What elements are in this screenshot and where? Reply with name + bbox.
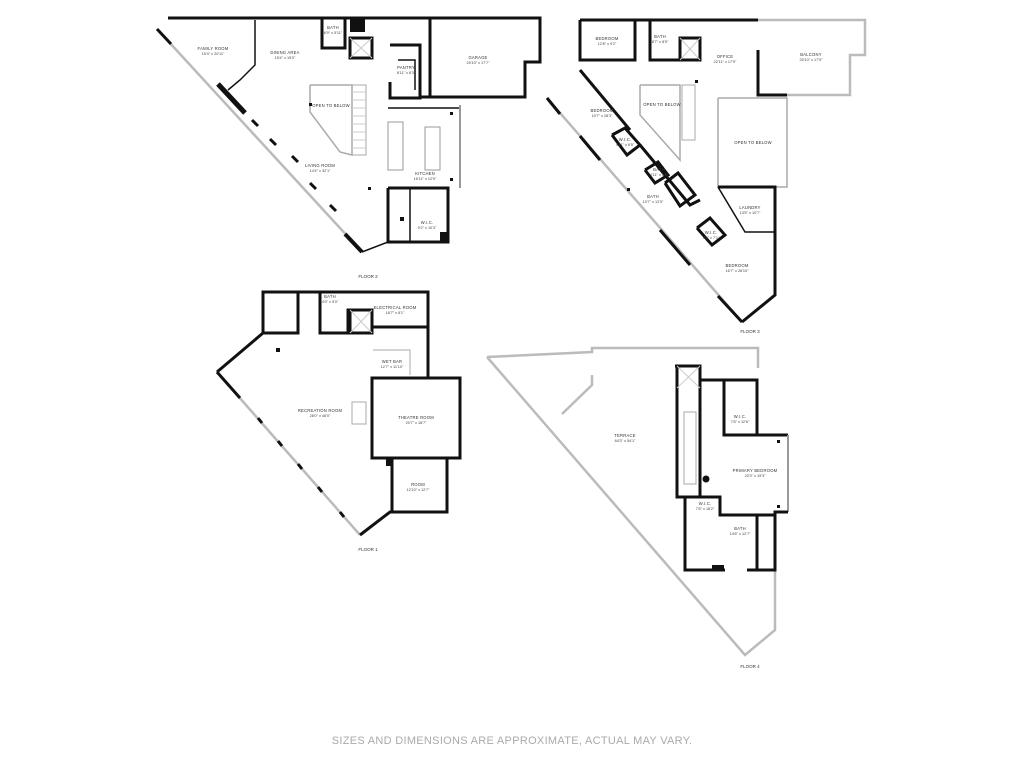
room-name: BATH bbox=[653, 167, 665, 172]
room-name: RECREATION ROOM bbox=[298, 408, 343, 413]
room-name: LAUNDRY bbox=[739, 205, 760, 210]
room-dims: 20'3" x 19'3" bbox=[745, 474, 766, 478]
room-name: BEDROOM bbox=[725, 263, 748, 268]
room-dims: 14'4" x 32'1" bbox=[310, 169, 331, 173]
room-name: DINING AREA bbox=[270, 50, 299, 55]
floor-label: FLOOR 4 bbox=[740, 664, 760, 669]
room-dims: 8'11" x 8'3" bbox=[397, 71, 416, 75]
room-dims: 16'11" x 12'5" bbox=[414, 177, 437, 181]
room-name: W.I.C. bbox=[705, 230, 718, 235]
room-name: BEDROOM bbox=[595, 36, 618, 41]
room-dims: 4'11" x 6'5" bbox=[616, 143, 635, 147]
room-name: W.I.C. bbox=[619, 137, 632, 142]
room-dims: 64'3" x 54'1" bbox=[615, 439, 636, 443]
room-name: OPEN TO BELOW bbox=[643, 102, 681, 107]
floor-label: FLOOR 3 bbox=[740, 329, 760, 334]
room-dims: 16'7" x 28'10" bbox=[726, 269, 750, 273]
room-dims: 10'7" x 12'5" bbox=[643, 200, 664, 204]
room-name: W.I.C. bbox=[699, 501, 712, 506]
room-name: OPEN TO BELOW bbox=[734, 140, 772, 145]
room-dims: 15'4" x 15'0" bbox=[275, 56, 296, 60]
room-dims: 4'11" x 5'6" bbox=[650, 173, 669, 177]
room-name: PANTRY bbox=[397, 65, 415, 70]
room-dims: 14'6" x 12'7" bbox=[730, 532, 751, 536]
room-name: KITCHEN bbox=[415, 171, 435, 176]
room-name: ROOM bbox=[411, 482, 425, 487]
room-dims: 10'7" x 28'3" bbox=[592, 114, 613, 118]
room-dims: 8'7" x 8'5" bbox=[652, 40, 669, 44]
room-dims: 4'9" x 5'0" bbox=[322, 300, 339, 304]
room-dims: 9'2" x 10'3" bbox=[418, 226, 437, 230]
room-name: BATH bbox=[734, 526, 746, 531]
room-name: PRIMARY BEDROOM bbox=[733, 468, 778, 473]
room-dims: 20'7" x 18'7" bbox=[406, 421, 427, 425]
room-dims: 12'10" x 12'7" bbox=[407, 488, 431, 492]
room-name: BATH bbox=[647, 194, 659, 199]
room-dims: 6'9" x 5'11" bbox=[324, 31, 343, 35]
room-dims: 25'10" x 17'7" bbox=[467, 61, 491, 65]
room-name: WET BAR bbox=[382, 359, 402, 364]
room-dims: 12'8" x 9'2" bbox=[598, 42, 617, 46]
room-dims: 22'11" x 17'9" bbox=[714, 60, 737, 64]
floor-label: FLOOR 2 bbox=[358, 274, 378, 279]
room-dims: 18'7" x 8'1" bbox=[386, 311, 405, 315]
room-dims: 15'4" x 20'11" bbox=[202, 52, 225, 56]
room-name: W.I.C. bbox=[734, 414, 747, 419]
room-dims: 4'8" x 7'1" bbox=[703, 236, 720, 240]
room-name: ELECTRICAL ROOM bbox=[374, 305, 417, 310]
room-name: TERRACE bbox=[614, 433, 635, 438]
room-name: OPEN TO BELOW bbox=[312, 103, 350, 108]
room-name: BATH bbox=[654, 34, 666, 39]
floor-1-plan bbox=[215, 290, 462, 537]
room-name: LIVING ROOM bbox=[305, 163, 335, 168]
floor-4-plan bbox=[486, 346, 789, 657]
room-name: THEATRE ROOM bbox=[398, 415, 434, 420]
room-name: BATH bbox=[324, 294, 336, 299]
room-name: OFFICE bbox=[717, 54, 734, 59]
room-name: FAMILY ROOM bbox=[198, 46, 229, 51]
floor-3-plan bbox=[545, 18, 867, 324]
disclaimer-text: SIZES AND DIMENSIONS ARE APPROXIMATE, AC… bbox=[331, 735, 693, 747]
room-dims: 13'5" x 10'7" bbox=[740, 211, 761, 215]
floor-label: FLOOR 1 bbox=[358, 547, 378, 552]
floor-2-plan bbox=[155, 16, 542, 254]
room-dims: 28'0" x 46'0" bbox=[310, 414, 331, 418]
room-dims: 7'6" x 12'6" bbox=[731, 420, 750, 424]
room-name: W.I.C. bbox=[421, 220, 434, 225]
room-name: GARAGE bbox=[468, 55, 487, 60]
room-dims: 25'10" x 17'9" bbox=[800, 58, 824, 62]
room-name: BATH bbox=[327, 25, 339, 30]
room-dims: 12'7" x 11'10" bbox=[381, 365, 404, 369]
room-dims: 7'6" x 16'2" bbox=[696, 507, 715, 511]
room-name: BALCONY bbox=[800, 52, 821, 57]
room-name: BEDROOM bbox=[590, 108, 613, 113]
